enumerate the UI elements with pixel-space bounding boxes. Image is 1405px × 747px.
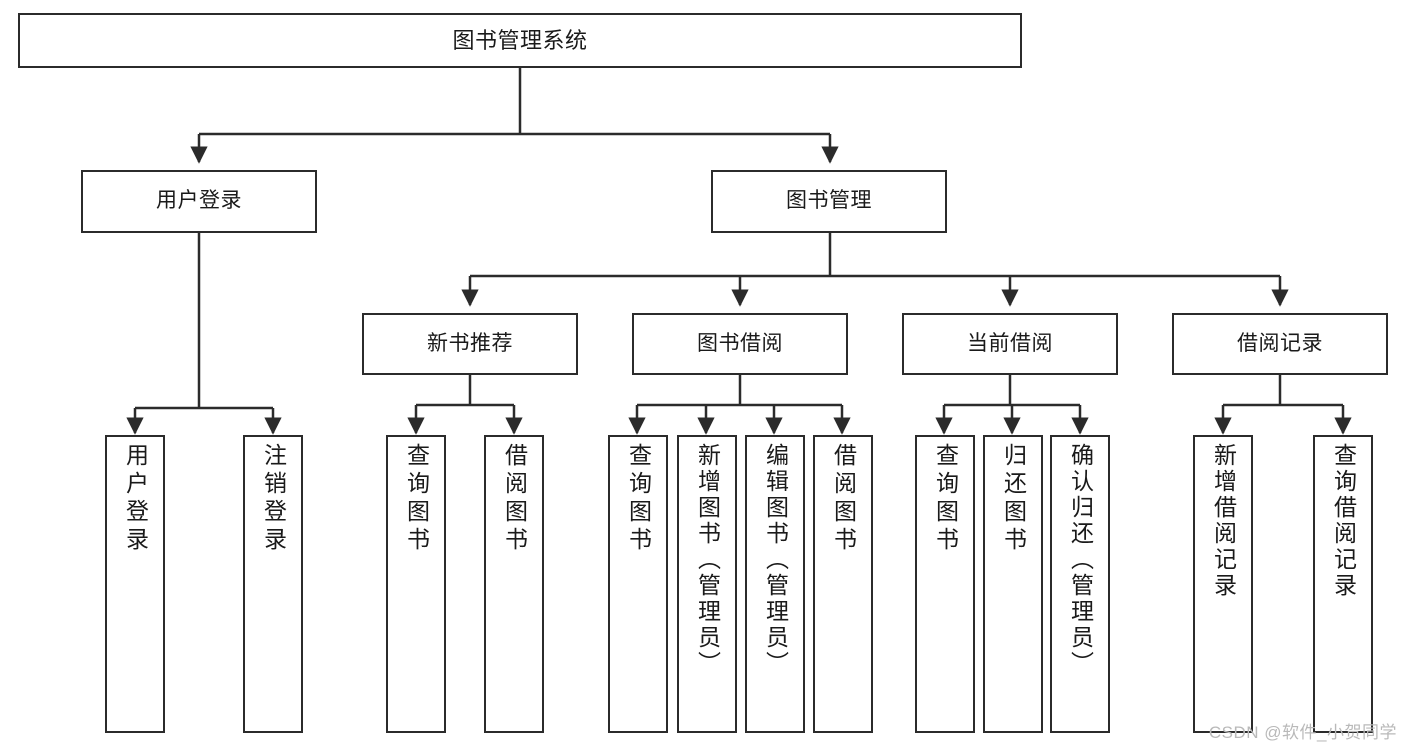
node-label: 新增借阅记录 [1210,443,1237,599]
node-label: 查询图书 [625,443,652,555]
leaf-current-borrow-return[interactable]: 归还图书 [983,435,1043,733]
node-label: 用户登录 [122,443,149,555]
node-label: 图书管理系统 [452,27,588,53]
node-borrow-record[interactable]: 借阅记录 [1172,313,1388,375]
node-root-system[interactable]: 图书管理系统 [18,13,1022,68]
node-label: 新书推荐 [427,331,513,355]
node-label: 当前借阅 [967,331,1053,355]
watermark: CSDN @软件_小贺同学 [1208,723,1397,742]
leaf-new-book-query[interactable]: 查询图书 [386,435,446,733]
node-label: 确认归还（管理员） [1067,443,1094,677]
node-label: 查询图书 [403,443,430,555]
node-current-borrow[interactable]: 当前借阅 [902,313,1118,375]
leaf-user-login-signout[interactable]: 注销登录 [243,435,303,733]
node-label: 新增图书（管理员） [694,443,721,677]
node-book-management[interactable]: 图书管理 [711,170,947,233]
node-label: 借阅记录 [1237,331,1323,355]
node-label: 查询借阅记录 [1330,443,1357,599]
leaf-user-login-signin[interactable]: 用户登录 [105,435,165,733]
node-label: 查询图书 [932,443,959,555]
node-book-borrow[interactable]: 图书借阅 [632,313,848,375]
leaf-new-book-borrow[interactable]: 借阅图书 [484,435,544,733]
leaf-borrow-record-add[interactable]: 新增借阅记录 [1193,435,1253,733]
node-label: 归还图书 [1000,443,1027,555]
leaf-book-borrow-add[interactable]: 新增图书（管理员） [677,435,737,733]
node-label: 借阅图书 [830,443,857,555]
leaf-book-borrow-borrow[interactable]: 借阅图书 [813,435,873,733]
node-label: 借阅图书 [501,443,528,555]
leaf-borrow-record-query[interactable]: 查询借阅记录 [1313,435,1373,733]
leaf-book-borrow-edit[interactable]: 编辑图书（管理员） [745,435,805,733]
node-new-book-recommend[interactable]: 新书推荐 [362,313,578,375]
node-label: 图书借阅 [697,331,783,355]
leaf-current-borrow-query[interactable]: 查询图书 [915,435,975,733]
node-label: 注销登录 [260,443,287,555]
node-label: 编辑图书（管理员） [762,443,789,677]
leaf-book-borrow-query[interactable]: 查询图书 [608,435,668,733]
node-label: 图书管理 [786,189,872,213]
node-user-login[interactable]: 用户登录 [81,170,317,233]
node-label: 用户登录 [156,189,242,213]
leaf-current-borrow-confirm[interactable]: 确认归还（管理员） [1050,435,1110,733]
